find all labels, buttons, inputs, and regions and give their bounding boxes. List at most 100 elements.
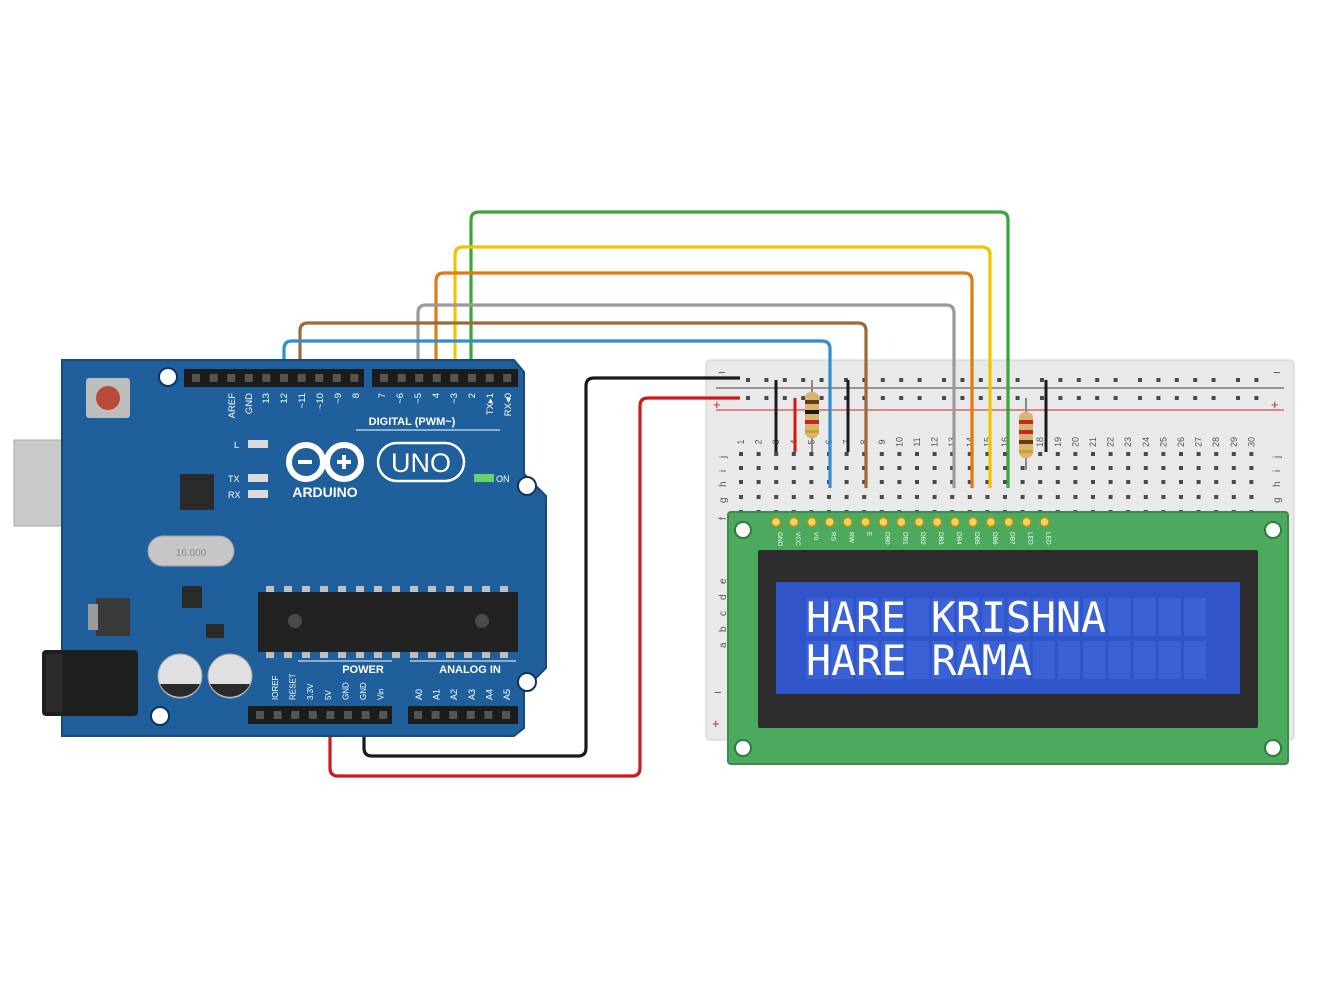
lcd-pin[interactable]	[1003, 516, 1014, 528]
terminal-hole	[791, 495, 796, 499]
rail-hole	[917, 378, 922, 382]
lcd-pin[interactable]	[1021, 516, 1032, 528]
rail-hole	[819, 396, 824, 400]
analog-pin-label: A0	[414, 689, 424, 700]
header-socket[interactable]	[432, 374, 441, 382]
rail-hole	[746, 378, 750, 382]
header-socket[interactable]	[315, 374, 324, 382]
lcd-cell	[1108, 641, 1131, 679]
header-socket[interactable]	[326, 711, 335, 719]
terminal-hole	[1073, 480, 1078, 484]
terminal-hole	[1108, 480, 1113, 484]
header-socket[interactable]	[415, 374, 424, 382]
lcd-pin[interactable]	[770, 516, 782, 528]
header-socket[interactable]	[484, 711, 493, 719]
header-socket[interactable]	[431, 711, 440, 719]
lcd-cell	[932, 641, 954, 679]
header-socket[interactable]	[280, 374, 288, 382]
terminal-hole	[1161, 495, 1166, 499]
header-socket[interactable]	[380, 374, 388, 382]
wire-blue[interactable]	[282, 339, 832, 488]
rail-hole	[960, 396, 965, 400]
lcd-pin[interactable]	[949, 516, 961, 528]
terminal-hole	[1003, 452, 1007, 456]
rail-hole	[1095, 378, 1100, 382]
rail-plus-label: +	[713, 397, 721, 412]
header-socket[interactable]	[227, 374, 236, 382]
lcd-pin[interactable]	[913, 516, 925, 528]
wire-orange[interactable]	[434, 271, 974, 488]
led-on-label: ON	[496, 474, 510, 484]
terminal-hole	[1055, 452, 1060, 456]
terminal-hole	[1214, 466, 1219, 470]
header-socket[interactable]	[361, 711, 370, 719]
lcd-pin[interactable]	[788, 516, 800, 528]
rail-hole	[1211, 378, 1216, 382]
row-letter-g-right: g	[1272, 497, 1283, 503]
terminal-hole	[967, 452, 972, 456]
header-socket[interactable]	[273, 711, 282, 719]
header-socket[interactable]	[244, 374, 253, 382]
rail-minus-label-bottom: −	[714, 685, 722, 700]
header-socket[interactable]	[332, 374, 341, 382]
lcd-pin[interactable]	[806, 516, 818, 528]
lcd-pin[interactable]	[931, 516, 943, 528]
header-socket[interactable]	[466, 711, 475, 719]
header-socket[interactable]	[192, 374, 200, 382]
wire-red[interactable]	[328, 396, 740, 778]
rail-hole	[997, 378, 1002, 382]
lcd-pin[interactable]	[1039, 516, 1050, 528]
header-socket[interactable]	[262, 374, 271, 382]
crystal-oscillator	[147, 535, 235, 567]
lcd-cell	[932, 598, 954, 636]
analog-pin-label: A5	[502, 689, 512, 700]
terminal-hole	[739, 452, 743, 456]
lcd-pin[interactable]	[967, 516, 979, 528]
rail-hole	[1095, 396, 1100, 400]
rail-hole	[1254, 396, 1259, 400]
header-socket[interactable]	[449, 711, 458, 719]
small-chip	[182, 586, 202, 608]
terminal-hole	[1020, 466, 1025, 470]
wire-gray[interactable]	[416, 303, 956, 488]
lcd-pin[interactable]	[985, 516, 997, 528]
arduino-logo-icon	[286, 442, 364, 482]
header-socket[interactable]	[397, 374, 406, 382]
model-label: UNO	[391, 448, 451, 478]
wire-black[interactable]	[362, 376, 740, 758]
header-socket[interactable]	[414, 711, 422, 719]
terminal-hole	[897, 495, 902, 499]
wire-green[interactable]	[469, 210, 1010, 488]
header-socket[interactable]	[502, 711, 510, 719]
header-socket[interactable]	[256, 711, 264, 719]
digital-pin-label: 4	[431, 393, 442, 398]
digital-pin-label: ~11	[297, 393, 308, 408]
terminal-hole	[844, 452, 849, 456]
header-socket[interactable]	[308, 711, 317, 719]
header-socket[interactable]	[344, 711, 352, 719]
header-socket[interactable]	[485, 374, 494, 382]
header-socket[interactable]	[503, 374, 512, 382]
header-socket[interactable]	[450, 374, 459, 382]
header-socket[interactable]	[291, 711, 300, 719]
row-letter-f: f	[718, 517, 729, 520]
terminal-hole	[844, 466, 849, 470]
wire-brown[interactable]	[298, 321, 868, 488]
lcd-pin[interactable]	[878, 516, 889, 528]
lcd-pin[interactable]	[842, 516, 853, 528]
lcd-pin[interactable]	[860, 516, 871, 528]
column-number: 27	[1194, 437, 1204, 447]
lcd-mounting-hole	[734, 739, 752, 757]
header-socket[interactable]	[350, 374, 359, 382]
mounting-hole	[517, 476, 537, 496]
header-socket[interactable]	[379, 711, 388, 719]
lcd-pin[interactable]	[896, 516, 907, 528]
header-socket[interactable]	[297, 374, 306, 382]
header-socket[interactable]	[209, 374, 218, 382]
wire-yellow[interactable]	[453, 245, 992, 488]
header-socket[interactable]	[468, 374, 476, 382]
terminal-hole	[950, 452, 955, 456]
lcd-pin-label: DB7	[1009, 532, 1016, 545]
lcd-pin[interactable]	[824, 516, 835, 528]
rail-hole	[880, 396, 885, 400]
